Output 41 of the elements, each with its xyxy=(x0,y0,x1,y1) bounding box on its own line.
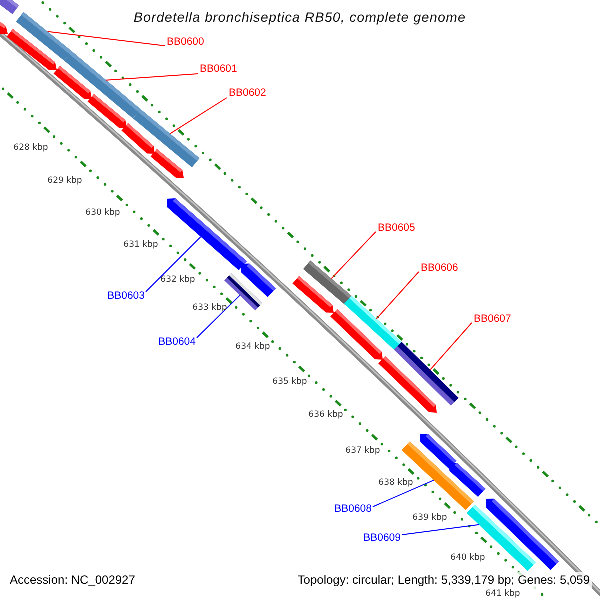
tick-label: 629 kbp xyxy=(48,176,82,186)
gene-label: BB0609 xyxy=(364,532,401,544)
leader-line xyxy=(376,272,420,320)
leader-line xyxy=(372,480,434,508)
gene-label: BB0603 xyxy=(108,290,145,302)
diagram-title: Bordetella bronchiseptica RB50, complete genome xyxy=(134,9,466,26)
leader-line xyxy=(106,74,198,81)
tick-label: 638 kbp xyxy=(378,478,414,488)
leader-line xyxy=(47,31,166,46)
tick-label: 635 kbp xyxy=(272,377,308,387)
tick-label: 633 kbp xyxy=(192,303,228,313)
tick-label: 632 kbp xyxy=(160,275,196,285)
leader-line xyxy=(146,236,202,292)
gene-segment xyxy=(133,109,200,168)
gene-label: BB0607 xyxy=(474,313,512,325)
footer-text: Topology: circular; Length: 5,339,179 bp; Genes: 5,059 xyxy=(296,572,592,589)
gene-label: BB0602 xyxy=(229,87,266,99)
gene-segment xyxy=(344,296,402,350)
footer-text: Accession: NC_002927 xyxy=(8,572,138,589)
gene-segment xyxy=(167,198,247,270)
gene-label: BB0601 xyxy=(200,63,238,75)
gene-segment xyxy=(303,260,353,306)
gene-segment xyxy=(64,51,141,119)
leader-line xyxy=(331,232,376,280)
gene-label: BB0606 xyxy=(421,262,458,274)
gene-label: BB0604 xyxy=(158,336,196,348)
tick-label: 637 kbp xyxy=(346,446,380,456)
gene-label: BB0608 xyxy=(334,503,372,515)
leader-line xyxy=(402,524,480,536)
leader-line xyxy=(196,295,240,338)
gene-segment xyxy=(394,342,459,406)
gene-segment xyxy=(466,504,536,572)
gene-label: BB0605 xyxy=(378,222,416,234)
gene-label: BB0600 xyxy=(167,36,204,48)
tick-label: 640 kbp xyxy=(450,553,486,563)
gene-segment xyxy=(16,12,72,61)
leader-line xyxy=(430,322,472,371)
tick-label: 636 kbp xyxy=(308,410,344,420)
tick-label: 630 kbp xyxy=(86,208,120,218)
tick-label: 634 kbp xyxy=(236,342,270,352)
leader-line xyxy=(170,98,228,134)
